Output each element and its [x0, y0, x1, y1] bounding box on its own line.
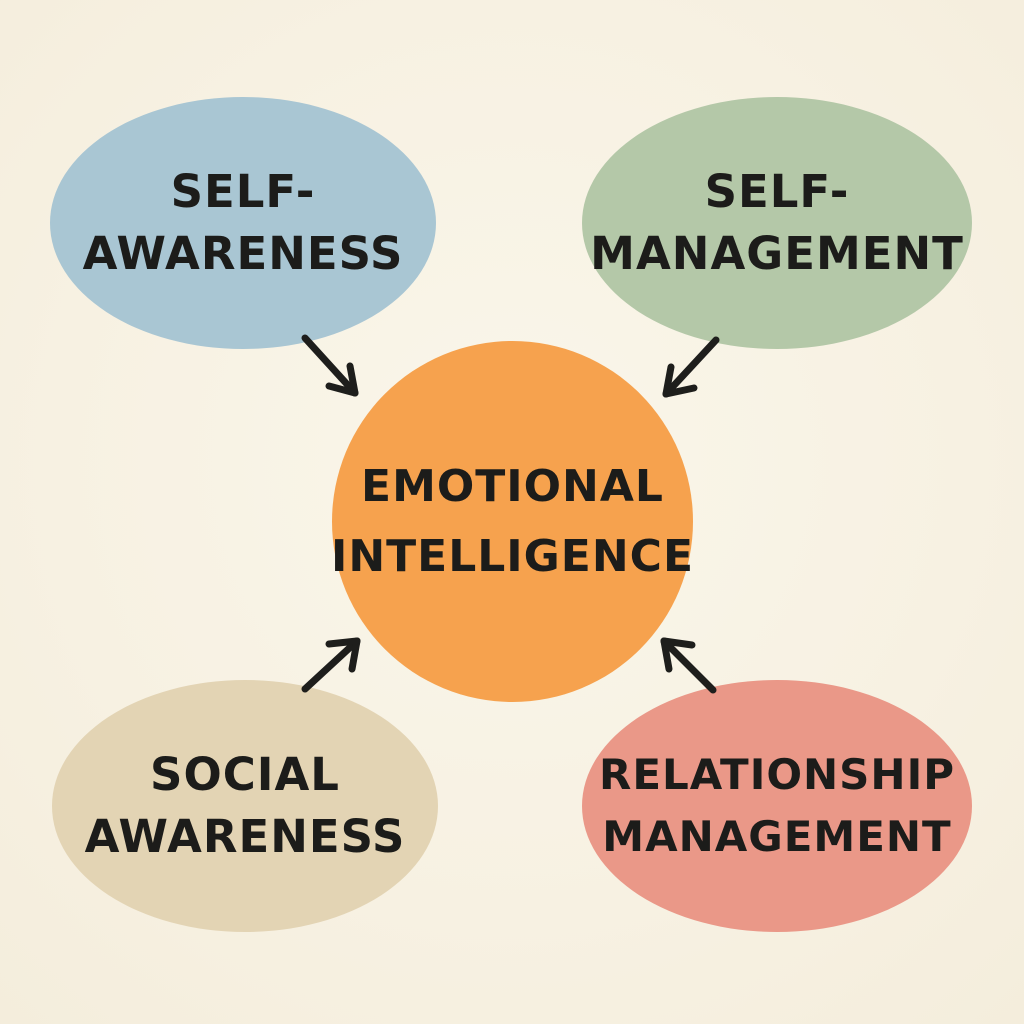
- social-awareness-label-line-2: AWARENESS: [84, 810, 406, 863]
- center-label-line-2: INTELLIGENCE: [330, 530, 695, 582]
- arrow-self-management-to-center: [662, 336, 720, 398]
- self-management-label-line-2: MANAGEMENT: [590, 227, 964, 280]
- arrow-self-awareness-to-center: [301, 334, 359, 397]
- self-awareness-label-line-1: SELF-: [170, 165, 316, 218]
- relationship-management-node: RELATIONSHIP MANAGEMENT: [582, 680, 972, 932]
- social-awareness-node: SOCIAL AWARENESS: [52, 680, 438, 932]
- arrow-relationship-management-to-center: [660, 637, 717, 694]
- emotional-intelligence-node: EMOTIONAL INTELLIGENCE: [330, 341, 695, 702]
- relationship-management-label-line-1: RELATIONSHIP: [599, 750, 955, 799]
- self-management-node: SELF- MANAGEMENT: [582, 97, 972, 349]
- relationship-management-label-line-2: MANAGEMENT: [602, 812, 952, 861]
- center-label-line-1: EMOTIONAL: [361, 460, 664, 512]
- self-management-label-line-1: SELF-: [704, 165, 850, 218]
- self-awareness-label-line-2: AWARENESS: [82, 227, 404, 280]
- arrow-social-awareness-to-center: [301, 637, 361, 693]
- social-awareness-label-line-1: SOCIAL: [150, 748, 340, 801]
- self-awareness-node: SELF- AWARENESS: [50, 97, 436, 349]
